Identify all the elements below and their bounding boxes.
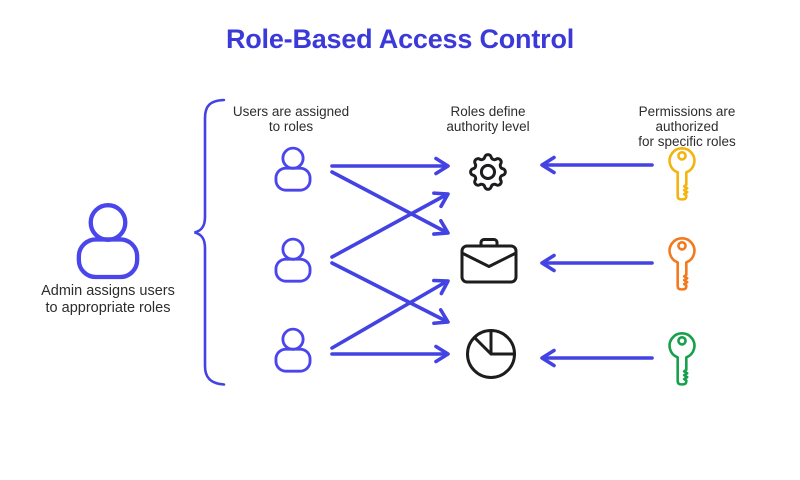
person-icons bbox=[79, 146, 312, 373]
pie-chart-icon bbox=[466, 329, 516, 379]
brace bbox=[194, 98, 226, 386]
user-icon-3 bbox=[274, 327, 312, 373]
user-icon-1 bbox=[274, 146, 312, 192]
arrow-user3-role3 bbox=[330, 344, 450, 364]
key-icon-yellow bbox=[668, 147, 696, 201]
arrow-user2-role3 bbox=[330, 261, 450, 326]
page-title: Role-Based Access Control bbox=[225, 24, 575, 54]
arrow-user3-role2 bbox=[330, 278, 450, 350]
roles-column-label: Roles define authority level bbox=[446, 104, 530, 134]
users-column-label: Users are assigned to roles bbox=[232, 104, 350, 134]
key-icon-orange bbox=[668, 237, 696, 291]
briefcase-icon bbox=[460, 238, 518, 284]
admin-user-icon bbox=[79, 205, 137, 277]
gear-icon bbox=[469, 153, 507, 191]
permissions-column-label: Permissions are authorized for specific … bbox=[638, 104, 736, 149]
user-icon-2 bbox=[274, 237, 312, 283]
role-icons bbox=[460, 153, 518, 379]
admin-assignment-label: Admin assigns users to appropriate roles bbox=[41, 283, 175, 316]
arrow-user1-role1 bbox=[330, 156, 450, 176]
arrow-key2-role2 bbox=[540, 253, 654, 273]
arrows bbox=[330, 155, 654, 368]
arrow-user1-role2 bbox=[330, 170, 450, 236]
arrow-user2-role1 bbox=[330, 191, 450, 259]
arrow-key3-role3 bbox=[540, 348, 654, 368]
arrow-key1-role1 bbox=[540, 155, 654, 175]
key-icon-green bbox=[668, 332, 696, 386]
